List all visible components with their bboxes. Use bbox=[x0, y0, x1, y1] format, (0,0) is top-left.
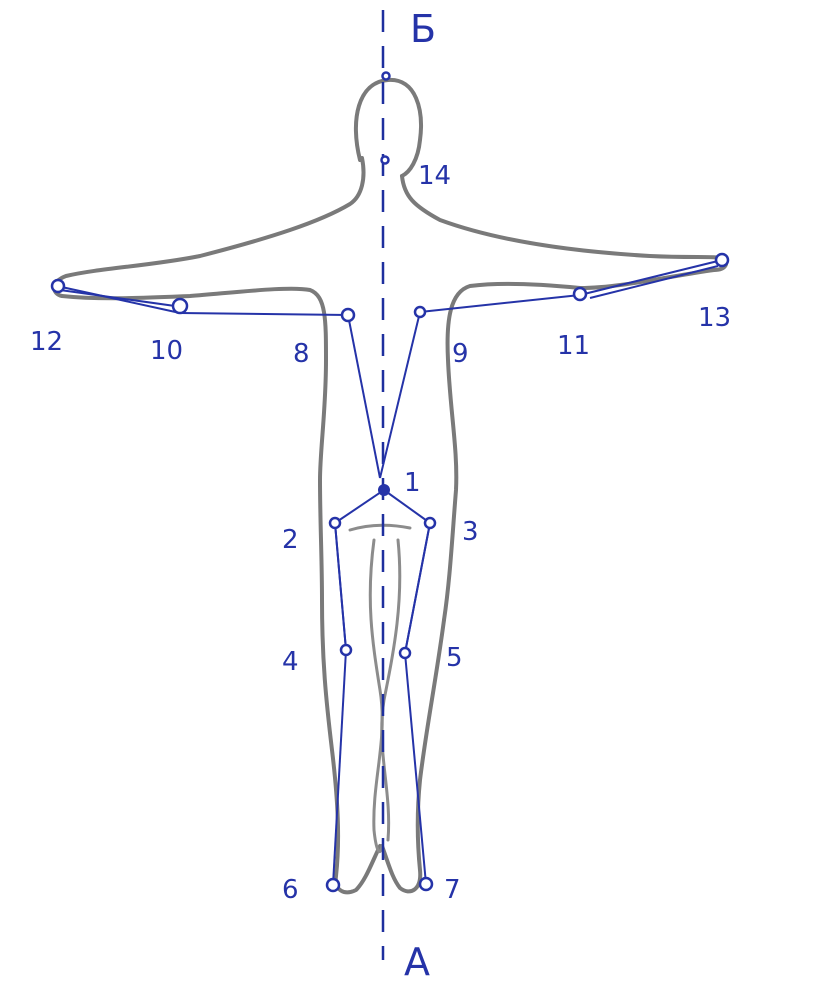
label-6: 6 bbox=[282, 875, 299, 905]
label-9: 9 bbox=[452, 339, 469, 369]
body-outline bbox=[54, 80, 726, 892]
joints bbox=[52, 73, 728, 892]
label-7: 7 bbox=[444, 875, 461, 905]
joint-2 bbox=[330, 518, 340, 528]
point-labels: 1 2 3 4 5 6 7 8 9 10 11 12 13 14 bbox=[30, 161, 731, 905]
joint-11 bbox=[574, 288, 586, 300]
joint-4 bbox=[341, 645, 351, 655]
joint-12 bbox=[52, 280, 64, 292]
label-4: 4 bbox=[282, 647, 299, 677]
joint-14 bbox=[382, 157, 389, 164]
joint-7 bbox=[420, 878, 432, 890]
label-13: 13 bbox=[698, 303, 731, 333]
label-14: 14 bbox=[418, 161, 451, 191]
label-10: 10 bbox=[150, 336, 183, 366]
axis-top-label: Б bbox=[410, 7, 436, 51]
label-11: 11 bbox=[557, 331, 590, 361]
axis-bottom-label: А bbox=[404, 940, 430, 984]
label-8: 8 bbox=[293, 339, 310, 369]
label-12: 12 bbox=[30, 327, 63, 357]
joint-9 bbox=[415, 307, 425, 317]
joint-13 bbox=[716, 254, 728, 266]
joint-8 bbox=[342, 309, 354, 321]
joint-5 bbox=[400, 648, 410, 658]
label-5: 5 bbox=[446, 643, 463, 673]
joint-1 bbox=[379, 485, 389, 495]
label-3: 3 bbox=[462, 517, 479, 547]
label-1: 1 bbox=[404, 468, 421, 498]
joint-10 bbox=[173, 299, 187, 313]
joint-3 bbox=[425, 518, 435, 528]
joint-6 bbox=[327, 879, 339, 891]
head-top-point bbox=[383, 73, 390, 80]
label-2: 2 bbox=[282, 525, 299, 555]
